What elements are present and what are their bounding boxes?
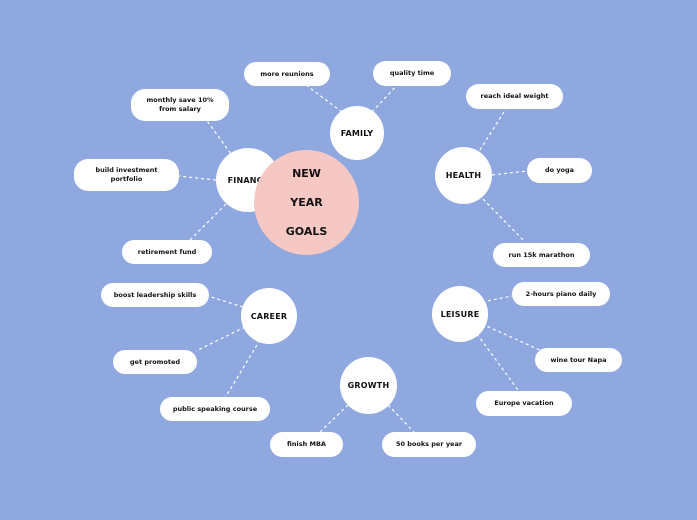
connector-leisure-europe bbox=[476, 333, 519, 391]
leaf-boost-leadership[interactable]: boost leadership skills bbox=[101, 283, 209, 307]
connector-leisure-piano bbox=[481, 295, 513, 303]
connector-leisure-wine bbox=[481, 323, 543, 352]
connector-career-speaking bbox=[224, 339, 261, 399]
leaf-piano-daily[interactable]: 2-hours piano daily bbox=[512, 282, 610, 306]
hub-career[interactable]: CAREER bbox=[241, 288, 297, 344]
connector-finance-portfolio bbox=[177, 175, 217, 181]
leaf-monthly-save[interactable]: monthly save 10% from salary bbox=[131, 89, 229, 121]
connector-health-weight bbox=[479, 106, 508, 151]
leaf-reach-ideal-weight[interactable]: reach ideal weight bbox=[466, 84, 563, 109]
connector-family-quality bbox=[371, 81, 401, 113]
leaf-run-marathon[interactable]: run 15k marathon bbox=[493, 243, 590, 267]
connector-finance-monthly bbox=[204, 117, 235, 159]
leaf-europe-vacation[interactable]: Europe vacation bbox=[476, 391, 572, 416]
center-line-3: GOALS bbox=[285, 225, 328, 238]
connector-finance-retirement bbox=[187, 203, 227, 243]
connector-career-promoted bbox=[195, 326, 246, 352]
hub-family[interactable]: FAMILY bbox=[330, 106, 384, 160]
hub-health[interactable]: HEALTH bbox=[435, 147, 492, 204]
connector-health-yoga bbox=[491, 170, 528, 176]
leaf-quality-time[interactable]: quality time bbox=[373, 61, 451, 86]
leaf-finish-mba[interactable]: finish MBA bbox=[270, 432, 343, 457]
center-line-1: NEW bbox=[292, 167, 321, 180]
leaf-do-yoga[interactable]: do yoga bbox=[527, 158, 592, 183]
connector-growth-mba bbox=[319, 404, 349, 433]
connector-career-leadership bbox=[207, 295, 244, 308]
center-goal-circle[interactable]: NEW YEAR GOALS bbox=[254, 150, 359, 255]
hub-leisure[interactable]: LEISURE bbox=[432, 286, 488, 342]
connector-family-reunions bbox=[301, 81, 343, 113]
hub-growth[interactable]: GROWTH bbox=[340, 357, 397, 414]
connector-health-marathon bbox=[482, 198, 526, 243]
center-line-2: YEAR bbox=[290, 196, 323, 209]
leaf-public-speaking[interactable]: public speaking course bbox=[160, 397, 270, 421]
leaf-wine-tour[interactable]: wine tour Napa bbox=[535, 348, 622, 372]
connector-growth-books bbox=[387, 404, 415, 433]
leaf-more-reunions[interactable]: more reunions bbox=[244, 62, 330, 86]
leaf-retirement-fund[interactable]: retirement fund bbox=[122, 240, 212, 264]
leaf-build-portfolio[interactable]: build investment portfolio bbox=[74, 159, 179, 191]
leaf-get-promoted[interactable]: get promoted bbox=[113, 350, 197, 374]
leaf-50-books[interactable]: 50 books per year bbox=[382, 432, 476, 457]
